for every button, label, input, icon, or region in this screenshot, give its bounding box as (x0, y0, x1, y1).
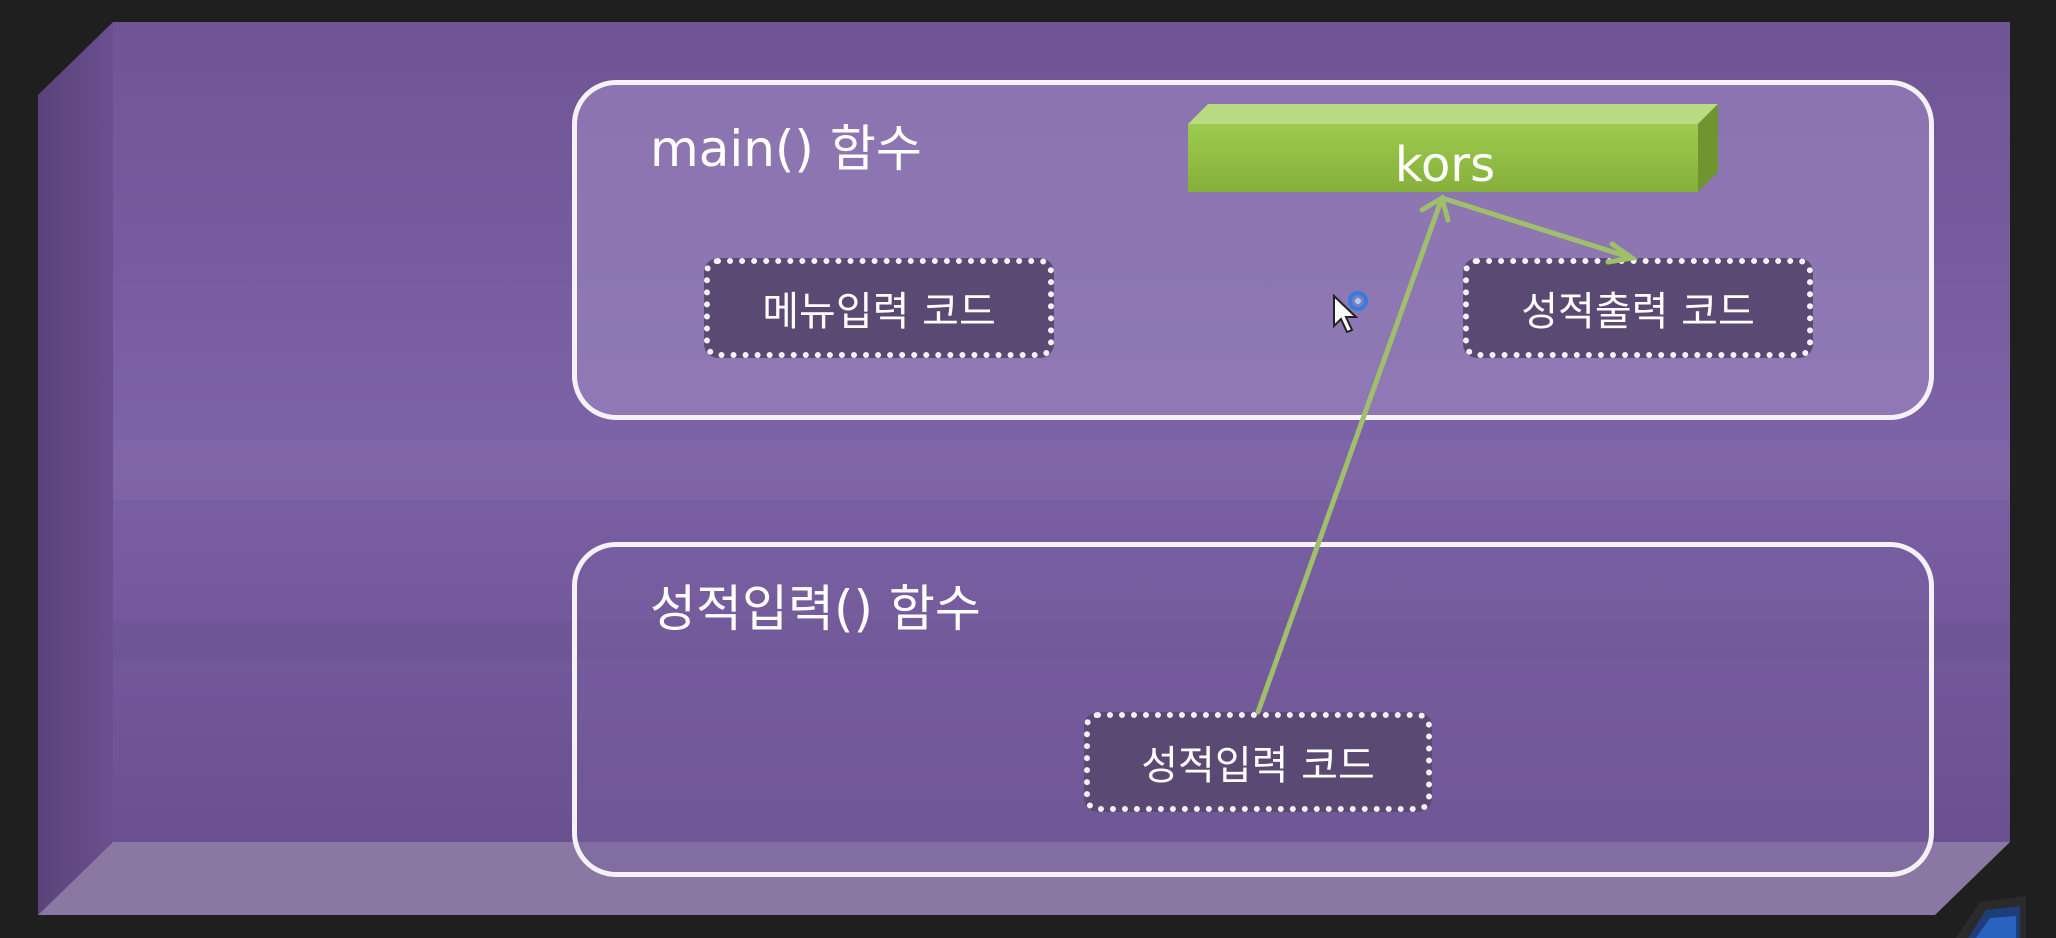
score-input-function-title: 성적입력() 함수 (650, 580, 981, 638)
slide-left-bevel (38, 22, 113, 915)
kors-side-face (1698, 104, 1718, 192)
main-function-title: main() 함수 (650, 120, 922, 178)
arrows (1255, 194, 1639, 715)
kors-front-face (1188, 124, 1698, 192)
menu-input-code-box: 메뉴입력 코드 (704, 258, 1054, 358)
arrow-kors-to-output (1439, 195, 1635, 261)
mouse-pointer-icon (1333, 291, 1368, 334)
score-input-code-box: 성적입력 코드 (1084, 712, 1432, 812)
kors-top-face (1188, 104, 1718, 124)
corner-logo-icon (1956, 896, 2026, 938)
menu-input-code-label: 메뉴입력 코드 (762, 289, 996, 335)
kors-variable-box (1188, 104, 1718, 192)
slide-bottom-bevel (38, 842, 2010, 915)
score-output-code-box: 성적출력 코드 (1463, 258, 1813, 358)
score-input-function-panel (572, 542, 1934, 877)
score-input-code-label: 성적입력 코드 (1141, 743, 1375, 789)
score-output-code-label: 성적출력 코드 (1521, 289, 1755, 335)
kors-label: kors (1394, 137, 1496, 193)
arrow-kors-to-output-head (1605, 241, 1639, 265)
arrow-input-to-kors (1255, 195, 1445, 715)
